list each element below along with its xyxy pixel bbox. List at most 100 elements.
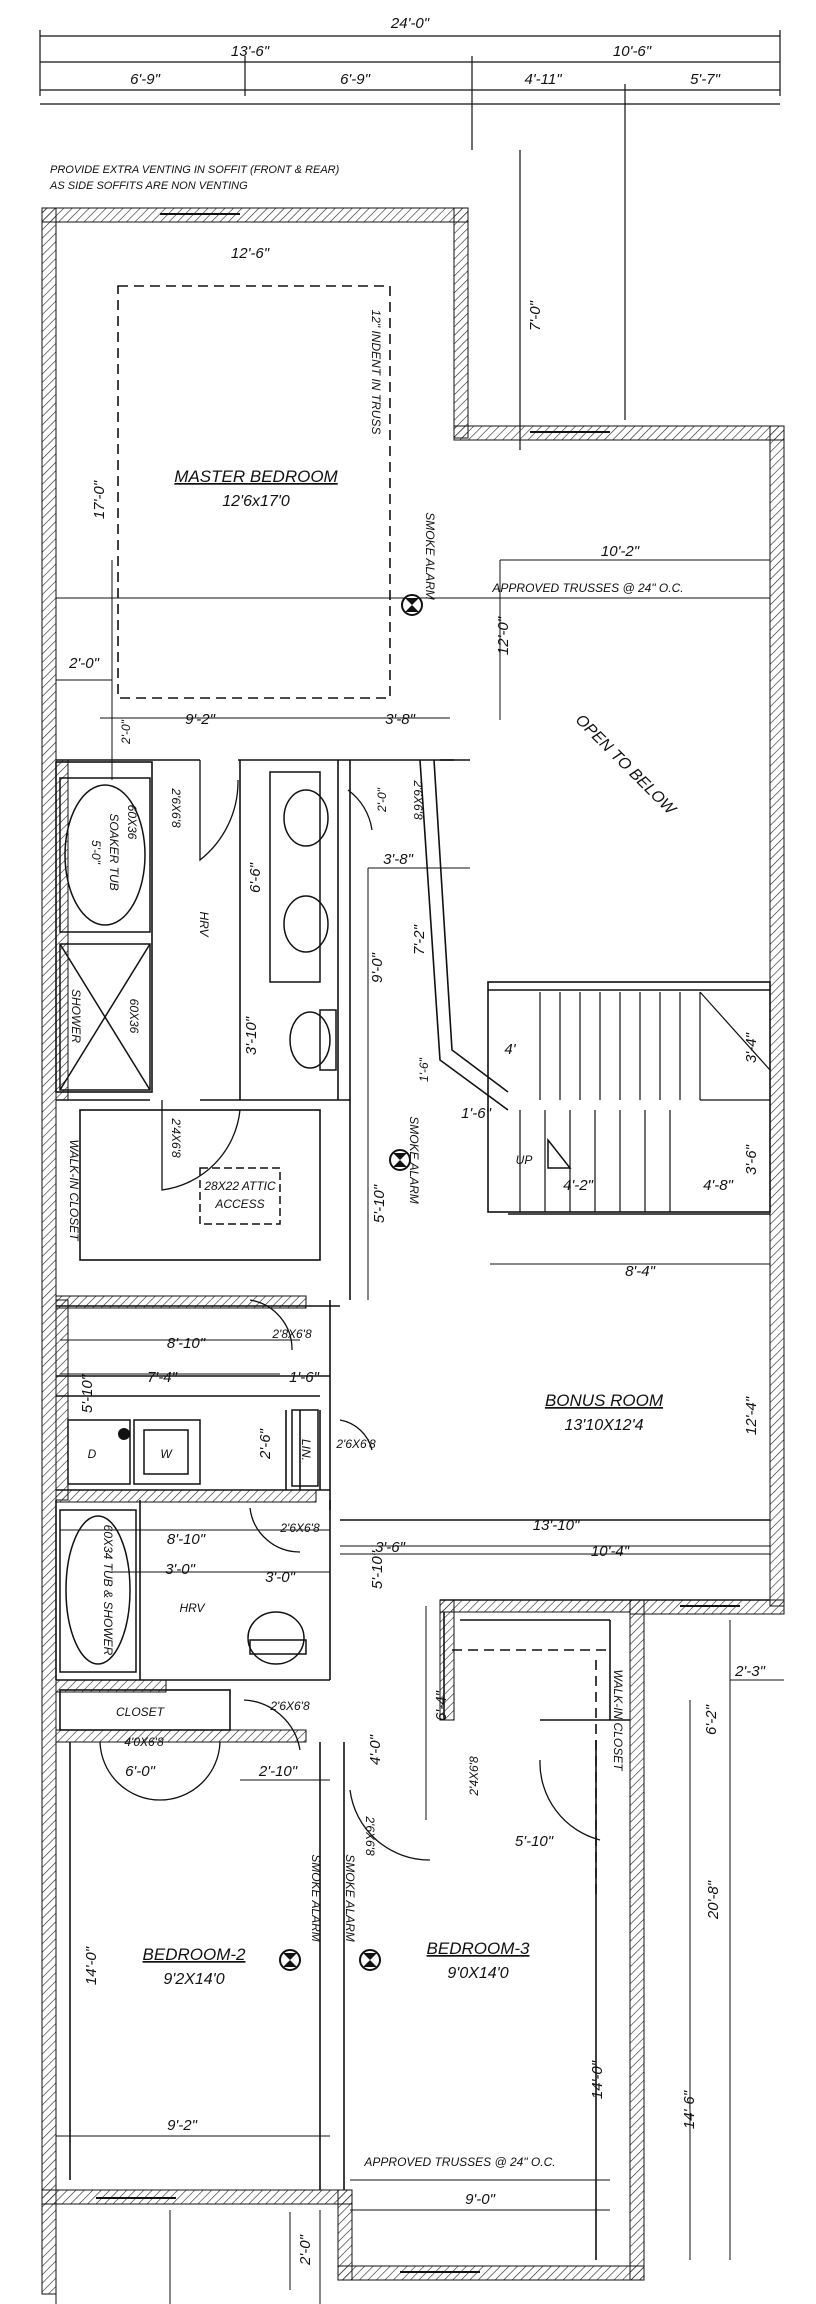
hrv-label-1: HRV	[197, 911, 211, 937]
dim-seg-c: 4'-11"	[524, 71, 562, 88]
dim-left-jog: 2'-0"	[68, 655, 100, 672]
smoke-alarm-icons	[118, 594, 423, 1971]
venting-note-1: PROVIDE EXTRA VENTING IN SOFFIT (FRONT &…	[50, 164, 340, 176]
dim-corner-jog: 2'-3"	[734, 1663, 766, 1680]
room-bonus-size: 13'10X12'4	[564, 1417, 643, 1434]
smoke-alarm-label-2: SMOKE ALARM	[407, 1116, 421, 1204]
door-swings	[99, 760, 601, 1861]
room-master-name: MASTER BEDROOM	[174, 467, 338, 486]
attic-label-2: ACCESS	[214, 1197, 264, 1211]
shower-label: SHOWER	[69, 989, 83, 1043]
dim-bath2-w3: 3'-0"	[265, 1569, 296, 1586]
door-label-2: 2'6X6'8	[411, 779, 425, 820]
dim-toilet-w: 3'-10"	[243, 1016, 260, 1055]
dim-landing: 4'	[504, 1041, 516, 1058]
attic-label-1: 28X22 ATTIC	[203, 1179, 276, 1193]
smoke-alarm-label-4: SMOKE ALARM	[343, 1854, 357, 1942]
dim-stair-r2: 3'-6"	[743, 1144, 760, 1175]
dim-hall-w: 3'-8"	[383, 851, 414, 868]
venting-note-2: AS SIDE SOFFITS ARE NON VENTING	[49, 180, 248, 192]
dim-bonus-w2: 10'-4"	[591, 1543, 630, 1560]
dim-seg-a: 6'-9"	[130, 71, 161, 88]
dim-upper-left: 13'-6"	[231, 43, 270, 60]
trusses-note-1: APPROVED TRUSSES @ 24" O.C.	[491, 581, 683, 595]
dim-walkin2-d: 6'-2"	[703, 1704, 720, 1735]
dim-hall2-w: 3'-6"	[375, 1539, 406, 1556]
dim-bath-right: 3'-8"	[385, 711, 416, 728]
door-label-8: 4'0X6'8	[124, 1735, 164, 1749]
room-bed3-size: 9'0X14'0	[447, 1965, 508, 1982]
dim-bed3-d: 14'-0"	[589, 2060, 606, 2099]
dim-seg-b: 6'-9"	[340, 71, 371, 88]
room-bed3-name: BEDROOM-3	[427, 1939, 531, 1958]
dim-walkin-depth: 5'-10"	[371, 1184, 388, 1223]
dim-seg-d: 5'-7"	[690, 71, 721, 88]
smoke-alarm-label-3: SMOKE ALARM	[309, 1854, 323, 1942]
dim-hall-jog: 2'-0"	[375, 787, 389, 813]
room-bed2-size: 9'2X14'0	[163, 1971, 224, 1988]
interior-walls	[55, 759, 771, 2260]
dim-stair-len: 7'-2"	[411, 924, 428, 955]
door-label-6: 2'6X6'8	[279, 1521, 320, 1535]
room-bonus-name: BONUS ROOM	[545, 1391, 664, 1410]
trusses-note-2: APPROVED TRUSSES @ 24" O.C.	[363, 2155, 555, 2169]
closet-label: CLOSET	[116, 1705, 166, 1719]
dim-open-depth: 12'-0"	[495, 616, 512, 655]
stair-treads	[519, 991, 771, 1212]
dim-bottom-jog: 2'-0"	[297, 2234, 314, 2266]
dim-laundry-w2: 7'-4"	[147, 1369, 178, 1386]
door-label-10: 2'6X6'8	[363, 1815, 377, 1856]
dim-linen-w: 2'-6"	[257, 1428, 274, 1460]
soaker-length: 5'-0"	[89, 840, 103, 865]
linen-label: LIN.	[299, 1439, 313, 1461]
dim-bonus-width: 8'-4"	[625, 1263, 656, 1280]
door-label-9: 2'4X6'8	[467, 1756, 481, 1797]
door-label-3: 2'4X6'8	[169, 1117, 183, 1158]
door-label-4: 2'8X6'8	[271, 1327, 312, 1341]
fixtures	[59, 771, 337, 1673]
dim-overall-width: 24'-0"	[390, 15, 430, 32]
dim-hall4: 4'-0"	[367, 1734, 384, 1765]
dim-bath2-w2: 3'-0"	[165, 1561, 196, 1578]
open-to-below-label: OPEN TO BELOW	[572, 711, 680, 819]
dim-right-lower: 14'-6"	[681, 2090, 698, 2129]
dim-open-width: 10'-2"	[601, 543, 640, 560]
dim-laundry-w: 8'-10"	[167, 1335, 206, 1352]
dim-bath-width: 9'-2"	[185, 711, 216, 728]
interior-dimension-lines	[55, 559, 784, 2304]
dim-bed2-d: 14'-0"	[83, 1946, 100, 1985]
dim-stair-w: 4'-2"	[563, 1177, 594, 1194]
dim-master-width: 12'-6"	[231, 245, 270, 262]
smoke-alarm-label-1: SMOKE ALARM	[423, 512, 437, 600]
dim-bed3-jog: 5'-10"	[515, 1833, 554, 1850]
exterior-walls	[41, 207, 785, 2295]
indent-note: 12" INDENT IN TRUSS	[369, 310, 383, 435]
dim-stair-step2: 1'-6"	[461, 1105, 492, 1122]
dim-bonus-depth: 12'-4"	[743, 1396, 760, 1435]
dryer-label: D	[88, 1447, 97, 1461]
dim-stair-r1: 3'-4"	[743, 1032, 760, 1063]
washer-label: W	[160, 1447, 173, 1461]
dim-laundry-jog: 1'-6"	[289, 1369, 320, 1386]
door-label-5: 2'6X6'8	[335, 1437, 376, 1451]
dim-vanity-len: 6'-6"	[247, 862, 264, 893]
soaker-size: 60X36	[125, 805, 139, 840]
hrv-label-2: HRV	[179, 1601, 205, 1615]
dim-bed2-w: 9'-2"	[167, 2117, 198, 2134]
dim-bed3-w: 9'-0"	[465, 2191, 496, 2208]
walkin-closet-label: WALK-IN CLOSET	[67, 1139, 81, 1242]
top-dimension-lines	[39, 30, 781, 450]
dim-upper-right: 10'-6"	[613, 43, 652, 60]
room-master-size: 12'6x17'0	[222, 493, 290, 510]
dim-right-setback: 7'-0"	[527, 300, 544, 331]
dim-stair-step: 1'-6"	[417, 1057, 431, 1082]
dim-bed2-door: 6'-0"	[125, 1763, 156, 1780]
soaker-label: SOAKER TUB	[107, 813, 121, 890]
dashed-lines	[117, 285, 610, 1900]
dim-right-total: 20'-8"	[705, 1880, 722, 1920]
stair-up-label: UP	[516, 1153, 533, 1167]
dim-hall3: 2'-10"	[258, 1763, 298, 1780]
dim-bath2-w: 8'-10"	[167, 1531, 206, 1548]
dim-master-depth: 17'-0"	[91, 480, 108, 519]
dim-walkin2-w: 6'-4"	[433, 1690, 450, 1721]
